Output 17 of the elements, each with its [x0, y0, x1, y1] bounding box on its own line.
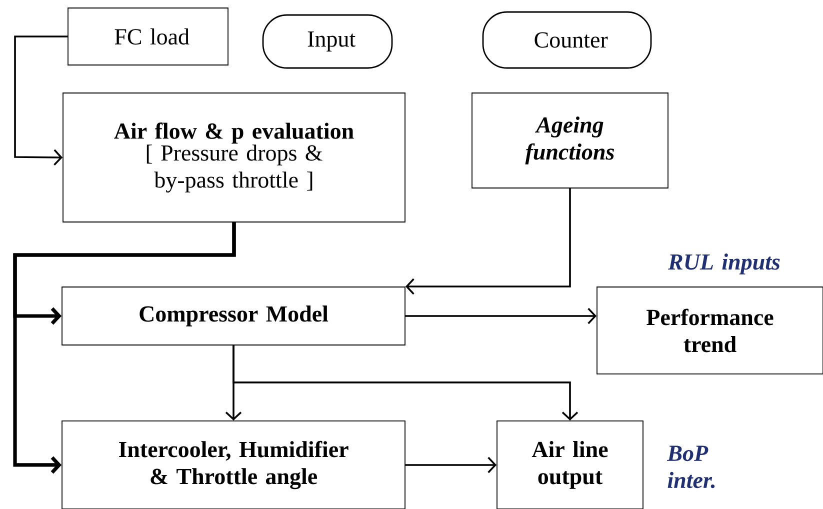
process-box: Ageing functions: [472, 92, 668, 188]
arrow: [232, 345, 578, 421]
input-box: FC load: [68, 8, 228, 66]
process-box: Air flow & p evaluation [ Pressure drops & by-pass throttle ]: [62, 92, 406, 222]
arrow: [405, 188, 571, 295]
arrow: [14, 36, 68, 166]
process-box: Intercooler, Humidifier & Throttle angle: [62, 420, 406, 509]
terminal-box: Counter: [482, 11, 652, 69]
output-box: Air line output: [496, 420, 644, 509]
annotation-label: BoP inter.: [666, 446, 715, 488]
arrow: [405, 456, 497, 474]
output-box: Performance trend: [596, 286, 823, 374]
terminal-box: Input: [262, 14, 393, 69]
arrow: [13, 222, 236, 474]
arrow: [405, 308, 597, 324]
process-box: Compressor Model: [62, 286, 406, 346]
annotation-label: RUL inputs: [668, 254, 780, 274]
